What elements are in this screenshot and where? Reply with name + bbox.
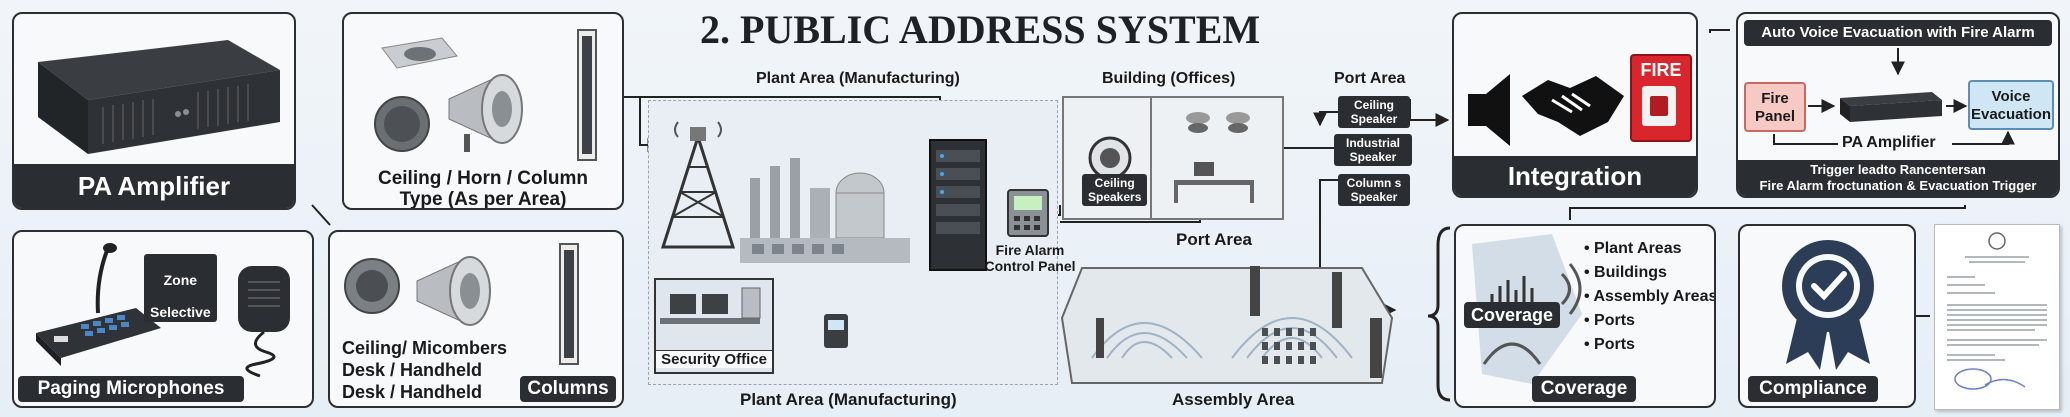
pa-amplifier-panel: PA Amplifier <box>12 12 296 210</box>
handheld-microphone-icon <box>238 266 290 378</box>
evacuation-header: Auto Voice Evacuation with Fire Alarm <box>1744 20 2052 46</box>
evacuation-footer: Trigger leadto Rancentersan Fire Alarm f… <box>1738 160 2058 196</box>
integration-panel: FIRE Integration <box>1452 12 1698 198</box>
security-desk-icon <box>660 287 761 324</box>
evacuation-amplifier-icon <box>1840 92 1942 122</box>
plant-area-top-label: Plant Area (Manufacturing) <box>756 70 960 87</box>
ceiling-speakers-tag: Ceiling Speakers <box>1082 174 1148 206</box>
speaker-icon <box>1468 74 1510 146</box>
fire-panel-line2: Panel <box>1754 108 1796 125</box>
evacuation-footer-line1: Trigger leadto Rancentersan <box>1810 162 1986 177</box>
fire-alarm-panel-line2: Control Panel <box>984 258 1076 274</box>
evacuation-panel: Auto Voice Evacuation with Fire Alarm Fi… <box>1736 12 2060 198</box>
paging-desk-microphone-icon <box>36 243 161 366</box>
handshake-icon <box>1522 76 1624 136</box>
certificate-text-lines <box>1947 256 2047 390</box>
integration-label: Integration <box>1454 156 1696 196</box>
certificate-seal-icon <box>1988 232 2006 250</box>
columns-speaker-tag: Column s Speaker <box>1338 174 1410 206</box>
zone-tag-line2: Selective <box>150 304 211 320</box>
fire-alarm-panel-line1: Fire Alarm <box>995 242 1065 258</box>
coverage-item-assembly-areas: • Assembly Areas <box>1584 288 1716 305</box>
voice-evac-line2: Evacuation <box>1970 106 2052 123</box>
evacuation-pa-amplifier-label: PA Amplifier <box>1842 134 1936 151</box>
port-area-top-label: Port Area <box>1334 70 1406 87</box>
coverage-item-buildings: • Buildings <box>1584 264 1667 281</box>
fire-panel-box: Fire Panel <box>1744 82 1806 132</box>
pa-amplifier-device-icon <box>38 40 280 154</box>
factory-icon <box>740 158 910 263</box>
intercom-device-icon <box>824 314 848 348</box>
ceiling-speaker-icon <box>381 37 458 69</box>
round-ceiling-speaker-icon <box>344 258 400 314</box>
building-offices-label: Building (Offices) <box>1102 70 1236 87</box>
speaker-types-label-line1: Ceiling / Horn / Column <box>377 168 589 189</box>
coverage-item-ports-2: • Ports <box>1584 336 1635 353</box>
column-speaker-icon <box>577 29 597 161</box>
voice-evacuation-box: Voice Evacuation <box>1968 80 2054 130</box>
compliance-label: Compliance <box>1748 376 1878 402</box>
zone-tag-line1: Zone <box>163 272 198 288</box>
building-offices-box: Ceiling Speakers <box>1062 96 1284 220</box>
server-rack-icon <box>929 139 987 271</box>
coverage-inner-label: Coverage <box>1464 302 1560 328</box>
fire-sign-text: FIRE <box>1640 60 1682 80</box>
page-title: 2. PUBLIC ADDRESS SYSTEM <box>700 7 1261 52</box>
office-ceiling-speaker-icon <box>1088 136 1132 180</box>
ceiling-speaker-tag: Ceiling Speaker <box>1338 96 1410 128</box>
coverage-label: Coverage <box>1532 376 1636 402</box>
pa-amplifier-label: PA Amplifier <box>14 164 294 208</box>
evacuation-footer-line2: Fire Alarm froctunation & Evacuation Tri… <box>1759 178 2037 193</box>
horn-speaker-small-icon <box>416 256 491 326</box>
plant-area-bottom-label: Plant Area (Manufacturing) <box>740 390 957 409</box>
coverage-item-ports: • Ports <box>1584 312 1635 329</box>
assembly-area-label: Assembly Area <box>1172 390 1295 409</box>
fire-panel-line1: Fire <box>1761 90 1789 107</box>
paging-microphones-panel: Zone Selective Paging Microphones <box>12 230 314 408</box>
office-ceiling-speakers-pair-icon <box>1186 112 1250 133</box>
evacuation-flow-arrows <box>1773 48 2015 145</box>
radio-tower-icon <box>660 121 736 249</box>
voice-evac-line1: Voice <box>1991 88 2031 105</box>
columns-label: Columns <box>520 376 616 402</box>
security-office-label: Security Office <box>656 350 772 368</box>
coverage-panel: Coverage • Plant Areas • Buildings • Ass… <box>1454 224 1716 408</box>
port-area-mid-label: Port Area <box>1176 230 1252 249</box>
security-office-box: Security Office <box>654 278 774 374</box>
mic-types-line3: Desk / Handheld <box>342 382 483 402</box>
office-desk-icon <box>1174 162 1254 203</box>
microphone-types-panel: Ceiling/ Micombers Desk / Handheld Desk … <box>328 230 624 408</box>
compliance-badge-icon <box>1782 240 1874 370</box>
column-speaker-small-icon <box>559 243 579 365</box>
paging-microphones-label: Paging Microphones <box>18 376 244 402</box>
zone-selective-tag: Zone Selective <box>144 254 217 322</box>
fire-alarm-control-panel-icon <box>1007 189 1049 237</box>
assembly-area-scene <box>1060 266 1394 384</box>
mic-types-line1: Ceiling/ Micombers <box>342 338 508 358</box>
speaker-types-label-line2: Type (As per Area) <box>399 189 567 210</box>
speaker-types-panel: Ceiling / Horn / Column Type (As per Are… <box>342 12 624 210</box>
compliance-panel: Compliance <box>1738 224 1916 408</box>
coverage-item-plant-areas: • Plant Areas <box>1584 240 1682 257</box>
fire-alarm-sign: FIRE <box>1630 54 1692 142</box>
horn-speaker-icon <box>448 74 523 152</box>
round-speaker-icon <box>374 96 430 152</box>
mic-types-line2: Desk / Handheld <box>342 360 483 380</box>
compliance-certificate-document <box>1934 224 2060 410</box>
industrial-speaker-tag: Industrial Speaker <box>1334 134 1412 166</box>
